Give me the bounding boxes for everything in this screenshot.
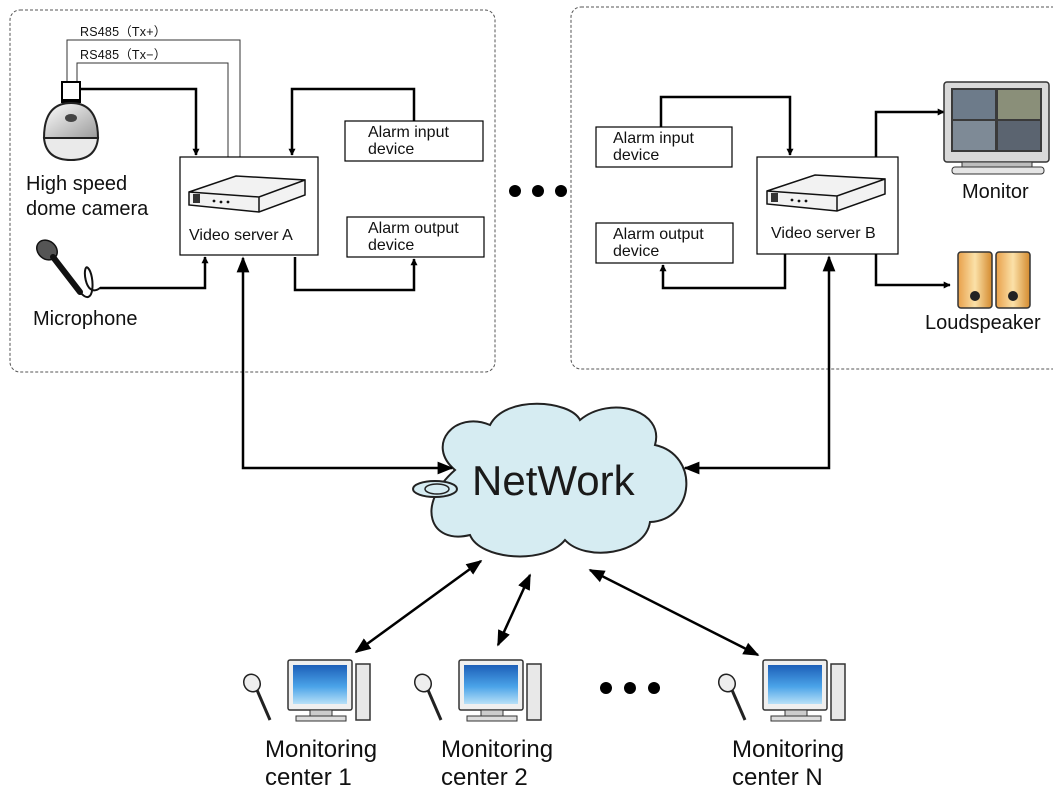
monitor-icon — [943, 81, 1050, 175]
alarm-input-b-box — [595, 126, 733, 168]
center-1-label-line2: center 1 — [265, 764, 352, 791]
dome-camera-icon — [42, 81, 100, 162]
rs485-wires — [66, 39, 241, 158]
alarm-output-a-box — [346, 216, 485, 258]
server-a-device-icon — [188, 175, 306, 213]
server-b-device-icon — [766, 174, 886, 212]
rs485-plus-label: RS485（Tx+） — [80, 25, 167, 39]
microphone-icon — [36, 239, 205, 299]
server-b-label: Video server B — [771, 225, 876, 242]
alarm-input-b-line1: Alarm input — [613, 130, 694, 147]
alarm-output-a-line2: device — [368, 237, 415, 254]
monitoring-center-n-icon — [717, 659, 846, 722]
alarm-output-a-line1: Alarm output — [368, 220, 459, 237]
center-2-label-line2: center 2 — [441, 764, 528, 791]
alarm-input-a-line1: Alarm input — [368, 124, 449, 141]
monitoring-center-1-icon — [242, 659, 371, 722]
network-links — [236, 255, 836, 657]
center-1-label-line1: Monitoring — [265, 736, 378, 763]
alarm-input-b-line2: device — [613, 147, 660, 164]
center-2-label-line1: Monitoring — [441, 736, 554, 763]
loudspeaker-label: Loudspeaker — [925, 312, 1041, 334]
center-n-label-line2: center N — [732, 764, 823, 791]
camera-label-line2: dome camera — [26, 198, 149, 220]
rs485-minus-label: RS485（Tx−） — [80, 48, 167, 62]
alarm-input-a-line2: device — [368, 141, 415, 158]
network-label: NetWork — [472, 457, 635, 504]
centers-ellipsis — [600, 682, 660, 694]
monitoring-center-2-icon — [413, 659, 542, 722]
network-cloud — [412, 402, 688, 558]
microphone-label: Microphone — [33, 308, 138, 330]
camera-label-line1: High speed — [26, 173, 128, 195]
site-b-group — [570, 6, 1053, 370]
monitor-label: Monitor — [962, 181, 1029, 203]
alarm-output-b-line2: device — [613, 243, 660, 260]
sites-ellipsis — [509, 185, 567, 197]
center-n-label-line1: Monitoring — [732, 736, 845, 763]
alarm-output-b-line1: Alarm output — [613, 226, 704, 243]
server-a-label: Video server A — [189, 227, 293, 244]
loudspeaker-icon — [957, 251, 1031, 309]
